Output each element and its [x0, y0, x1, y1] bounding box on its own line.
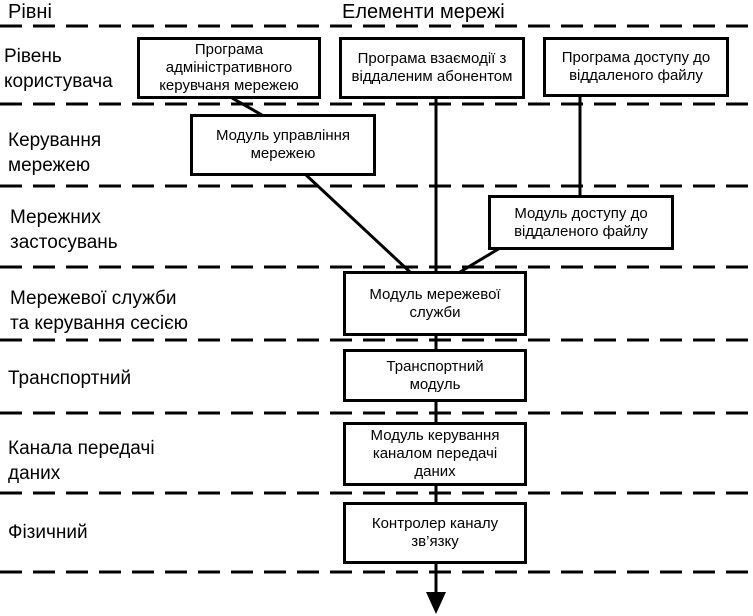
channel-management-module-box: Модуль керування каналом передачі даних [343, 422, 527, 486]
level-label-physical: Фізичний [8, 522, 88, 543]
level-label-network-management: Керування мережею [8, 130, 102, 176]
interaction-program-box: Програма взаємодії з віддаленим абоненто… [339, 37, 525, 99]
level-label-network-service: Мережевої служби та керування сесією [10, 288, 189, 334]
level-label-transport: Транспортний [8, 368, 132, 389]
connector-admin-to-netmgmt [231, 96, 263, 117]
admin-program-box: Програма адміністративного керувчаня мер… [137, 37, 321, 99]
network-service-module-box: Модуль мережевої служби [343, 271, 527, 336]
level-label-network-applications: Мережних застосувань [10, 207, 118, 253]
levels-header: Рівні [8, 1, 52, 23]
file-access-module-box: Модуль доступу до віддаленого файлу [488, 195, 674, 250]
elements-header: Елементи мережі [342, 1, 505, 23]
file-access-program-box: Програма доступу до віддаленого файлу [543, 37, 729, 97]
link-controller-box: Контролер каналу зв’язку [343, 502, 527, 564]
level-label-data-link: Канала передачі даних [8, 438, 155, 484]
level-label-user: Рівень користувача [4, 46, 113, 92]
connector-netmgmt-to-netservice [303, 172, 412, 274]
connector-filemodule-to-netservice [459, 246, 501, 274]
network-management-module-box: Модуль управління мережею [190, 114, 376, 176]
down-arrow-icon [426, 592, 446, 614]
transport-module-box: Транспортний модуль [343, 349, 527, 402]
